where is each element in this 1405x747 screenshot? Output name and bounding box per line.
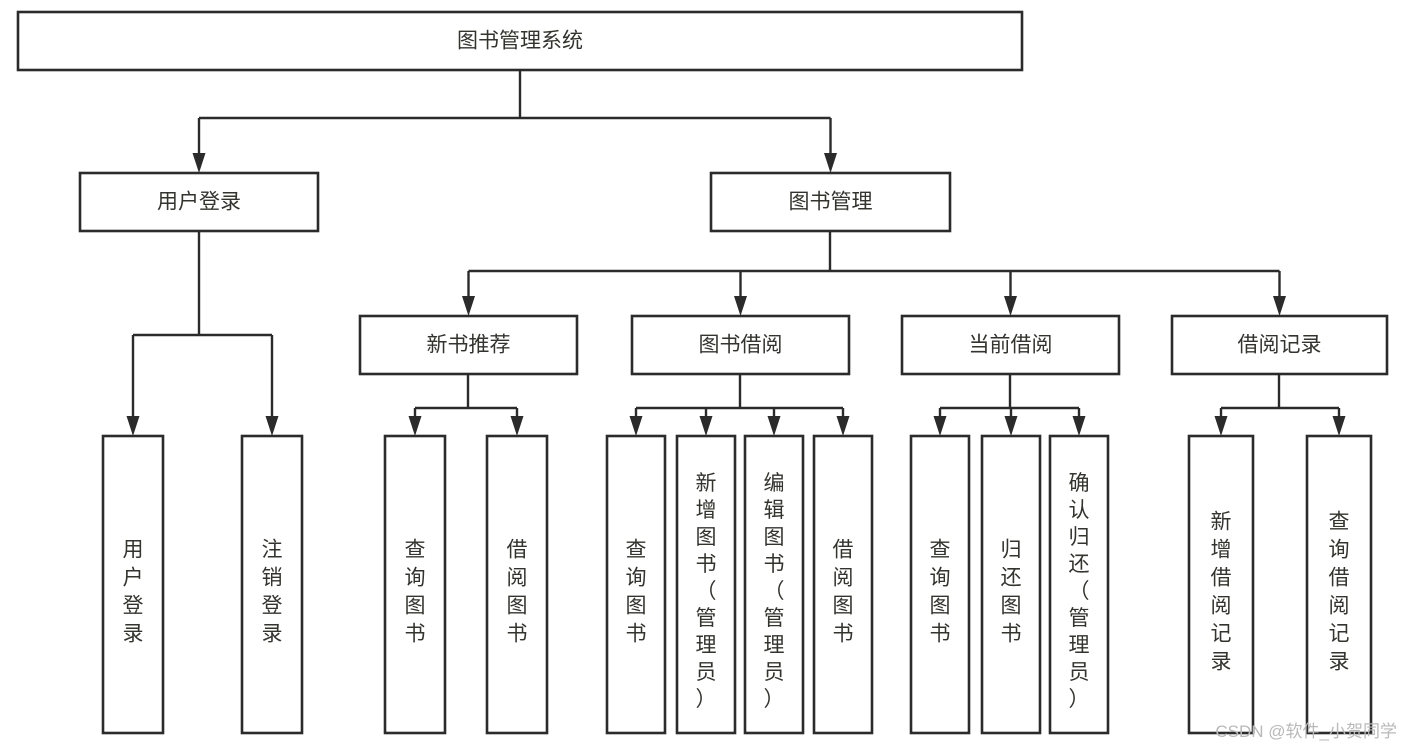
node-label-root: 图书管理系统 [457, 30, 583, 53]
node-root[interactable] [16, 10, 1024, 72]
node-leaf_1[interactable] [240, 434, 304, 735]
connector-group-l2_1 [629, 374, 850, 436]
node-label-leaf_0: 用户登录 [123, 538, 144, 645]
node-leaf_0[interactable] [101, 434, 165, 735]
node-label-l1_0: 用户登录 [157, 191, 241, 214]
node-label-leaf_4: 查询图书 [626, 538, 647, 645]
node-label-leaf_3: 借阅图书 [507, 538, 528, 645]
node-label-l1_1: 图书管理 [789, 191, 873, 214]
connector-group-l2_3 [1214, 374, 1346, 436]
node-l2_0[interactable] [358, 314, 579, 376]
node-l1_1[interactable] [709, 171, 952, 233]
node-l1_0[interactable] [78, 171, 320, 233]
node-label-leaf_10: 确认归还（管理员） [1069, 472, 1090, 711]
node-label-leaf_11: 新增借阅记录 [1211, 510, 1232, 673]
node-leaf_8[interactable] [909, 434, 971, 735]
node-l2_2[interactable] [900, 314, 1121, 376]
node-leaf_10[interactable] [1048, 434, 1110, 735]
node-label-leaf_9: 归还图书 [1001, 538, 1022, 645]
node-leaf_5[interactable] [675, 434, 737, 735]
node-label-leaf_7: 借阅图书 [833, 538, 854, 645]
node-leaf_3[interactable] [485, 434, 549, 735]
node-label-l2_1: 图书借阅 [699, 334, 783, 357]
node-label-l2_0: 新书推荐 [427, 334, 511, 357]
node-label-leaf_6: 编辑图书（管理员） [764, 472, 785, 711]
node-leaf_11[interactable] [1187, 434, 1255, 735]
node-l2_3[interactable] [1170, 314, 1389, 376]
node-l2_1[interactable] [630, 314, 851, 376]
connector-group-l1_0 [126, 231, 279, 436]
node-label-l2_3: 借阅记录 [1238, 334, 1322, 357]
node-label-leaf_2: 查询图书 [405, 538, 426, 645]
node-label-l2_2: 当前借阅 [969, 334, 1053, 357]
connector-group-root [192, 70, 837, 173]
node-leaf_12[interactable] [1305, 434, 1373, 735]
csdn-watermark: CSDN @软件_小贺同学 [1215, 722, 1397, 741]
node-label-leaf_5: 新增图书（管理员） [696, 472, 717, 711]
node-leaf_7[interactable] [812, 434, 874, 735]
node-leaf_9[interactable] [980, 434, 1042, 735]
node-leaf_4[interactable] [605, 434, 667, 735]
connector-group-l2_2 [933, 374, 1086, 436]
node-label-leaf_1: 注销登录 [262, 538, 283, 645]
connector-group-l1_1 [462, 231, 1286, 316]
node-label-leaf_8: 查询图书 [930, 538, 951, 645]
node-label-leaf_12: 查询借阅记录 [1329, 510, 1350, 673]
node-leaf_2[interactable] [383, 434, 447, 735]
node-leaf_6[interactable] [743, 434, 805, 735]
connector-group-l2_0 [408, 374, 524, 436]
